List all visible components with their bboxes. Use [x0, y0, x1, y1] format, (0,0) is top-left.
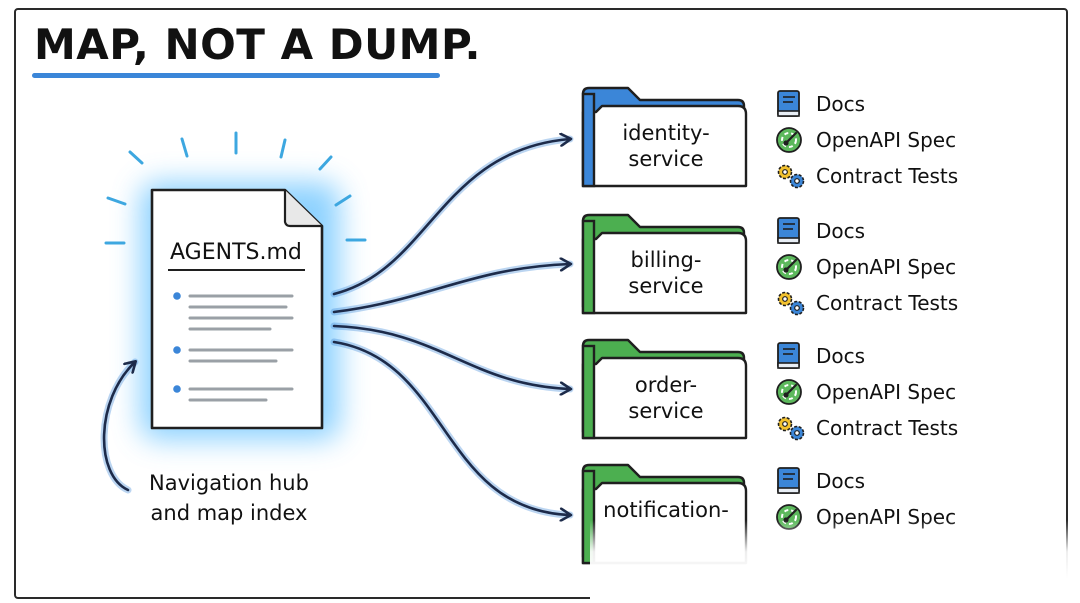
- folder-body: [581, 231, 748, 315]
- folder-label-identity-service: identity- service: [596, 120, 736, 172]
- gears-icon: [774, 288, 810, 318]
- openapi-icon: [774, 125, 810, 155]
- folder-identity-service: [581, 86, 748, 188]
- book-icon: [774, 216, 810, 246]
- folder-label-billing-service: billing- service: [596, 247, 736, 299]
- resource-identity-service-docs: Docs: [774, 89, 865, 119]
- folder-label-line2: service: [628, 274, 704, 298]
- folder-spine: [581, 469, 596, 565]
- resource-label: Docs: [816, 92, 866, 116]
- sparkle-rays: [104, 131, 367, 245]
- gears-icon: [774, 413, 810, 443]
- hub-caption: Navigation hub and map index: [138, 468, 320, 528]
- folder-spine: [581, 219, 596, 315]
- book-icon: [774, 466, 810, 496]
- book-icon: [774, 341, 810, 371]
- doc-bullet-lines: [173, 292, 294, 402]
- gears-icon: [774, 161, 810, 191]
- folder-label-line1: order-: [634, 373, 698, 397]
- resource-label: OpenAPI Spec: [816, 380, 957, 404]
- resource-identity-service-contract-tests: Contract Tests: [774, 161, 958, 191]
- book-icon: [774, 89, 810, 119]
- folder-label-line2: service: [628, 399, 704, 423]
- agents-md-title: AGENTS.md: [170, 240, 302, 265]
- resource-order-service-openapi-spec: OpenAPI Spec: [774, 377, 956, 407]
- folder-label-notification-service: notification-: [596, 497, 736, 523]
- bottom-fade-overlay: [590, 520, 1080, 603]
- folder-label-line2: service: [628, 147, 704, 171]
- resource-order-service-contract-tests: Contract Tests: [774, 413, 958, 443]
- hub-caption-line1: Navigation hub: [149, 471, 309, 495]
- folder-label-order-service: order- service: [596, 372, 736, 424]
- resource-label: Docs: [816, 344, 866, 368]
- folder-label-line1: identity-: [622, 121, 710, 145]
- title-underline: [32, 73, 440, 78]
- agents-md-document: [150, 188, 324, 430]
- resource-label: OpenAPI Spec: [816, 128, 957, 152]
- resource-notification-service-docs: Docs: [774, 466, 865, 496]
- resource-label: Contract Tests: [816, 164, 959, 188]
- resource-billing-service-contract-tests: Contract Tests: [774, 288, 958, 318]
- resource-label: OpenAPI Spec: [816, 255, 957, 279]
- folder-label-line1: notification-: [603, 498, 729, 522]
- folder-body: [581, 104, 748, 188]
- resource-label: Docs: [816, 219, 866, 243]
- resource-identity-service-openapi-spec: OpenAPI Spec: [774, 125, 956, 155]
- resource-label: Docs: [816, 469, 866, 493]
- folder-body: [581, 356, 748, 440]
- folder-label-line1: billing-: [630, 248, 702, 272]
- folder-spine: [581, 344, 596, 440]
- arrow-notification-service: [332, 340, 570, 515]
- arrow-identity-service: [332, 139, 570, 296]
- caption-arrow: [100, 358, 139, 494]
- folder-billing-service: [581, 213, 748, 315]
- resource-order-service-docs: Docs: [774, 341, 865, 371]
- hub-caption-line2: and map index: [150, 501, 308, 525]
- folder-order-service: [581, 338, 748, 440]
- arrow-billing-service: [332, 264, 570, 314]
- openapi-icon: [774, 252, 810, 282]
- service-arrows: [330, 139, 574, 515]
- resource-billing-service-openapi-spec: OpenAPI Spec: [774, 252, 956, 282]
- resource-billing-service-docs: Docs: [774, 216, 865, 246]
- arrow-order-service: [332, 324, 570, 389]
- page-title: MAP, NOT A DUMP.: [34, 20, 481, 69]
- resource-label: Contract Tests: [816, 416, 959, 440]
- openapi-icon: [774, 377, 810, 407]
- resource-label: Contract Tests: [816, 291, 959, 315]
- folder-spine: [581, 92, 596, 188]
